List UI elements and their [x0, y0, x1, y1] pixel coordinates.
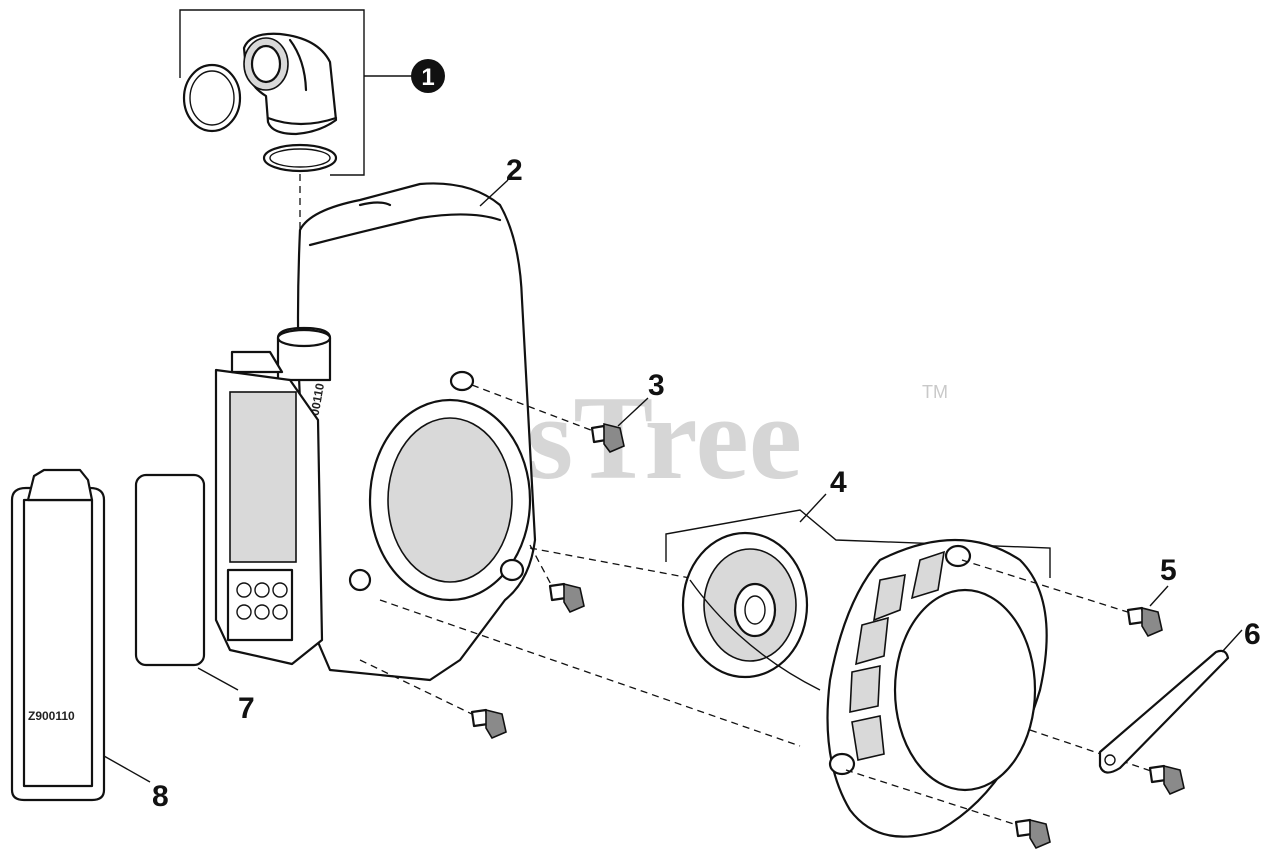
- screw-bottom-head: [1029, 818, 1051, 850]
- starter-pulley-bore: [744, 595, 766, 625]
- guide-line-screw-upper: [471, 384, 597, 433]
- part-1-elbow-assembly: 1: [179, 9, 445, 176]
- frame-hole: [254, 604, 270, 620]
- filter-frame-latch: [230, 350, 284, 374]
- housing-top-vent: [358, 201, 392, 207]
- o-ring-small-inner: [269, 148, 331, 168]
- guide-line-cover: [379, 599, 801, 747]
- callout-7: 7: [238, 692, 255, 725]
- leader-8: [103, 755, 151, 783]
- screw-middle-head: [563, 582, 585, 614]
- filter-element: [134, 473, 206, 667]
- callout-6: 6: [1244, 618, 1261, 651]
- screw-handle-head: [1163, 764, 1185, 796]
- leader-5: [1149, 585, 1169, 607]
- leader-6: [1221, 629, 1243, 653]
- cover-part-number: Z900110: [28, 709, 75, 723]
- filter-cover-latch: [26, 468, 94, 502]
- bracket-4: [665, 509, 1051, 578]
- frame-hole: [236, 604, 252, 620]
- o-ring-large-inner: [189, 70, 235, 126]
- callout-2: 2: [506, 154, 523, 187]
- frame-hole: [272, 582, 288, 598]
- handle-strap: [1098, 649, 1230, 774]
- frame-hole: [272, 604, 288, 620]
- starter-pulley-hub: [733, 582, 777, 638]
- housing-outlet-rim: [276, 328, 332, 348]
- elbow-rib: [288, 38, 308, 92]
- frame-hole: [254, 582, 270, 598]
- guide-line-screw-lower: [359, 659, 477, 717]
- callout-8: 8: [152, 780, 169, 813]
- guide-line-pulley: [529, 547, 691, 579]
- cover-vent: [855, 616, 889, 666]
- housing-boss-left: [348, 568, 372, 592]
- bracket-1: [179, 9, 365, 176]
- part-3-screws: 3: [359, 369, 665, 740]
- cover-vent: [873, 573, 906, 622]
- cover-vent: [851, 715, 885, 761]
- callout-3: 3: [648, 369, 665, 402]
- callout-5: 5: [1160, 554, 1177, 587]
- screw-lower-head: [485, 708, 507, 740]
- elbow-opening-inner: [250, 44, 282, 84]
- part-4-recoil-starter: 4: [379, 466, 1051, 838]
- filter-frame-cavity: [229, 391, 297, 563]
- frame-hole: [236, 582, 252, 598]
- guide-line-screw-5: [961, 559, 1135, 615]
- o-ring-large: [182, 63, 242, 133]
- part-7-filter-element: 7: [134, 473, 255, 725]
- starter-cover-dome: [893, 588, 1037, 792]
- filter-cover: [10, 486, 106, 802]
- screw-upper-head: [603, 422, 625, 453]
- leader-3: [617, 397, 649, 427]
- air-filter-frame: [214, 350, 324, 666]
- housing-boss-upper: [449, 370, 475, 392]
- housing-boss-lower: [499, 558, 525, 582]
- guide-line-screw-handle: [1029, 729, 1155, 773]
- callout-4: 4: [830, 466, 847, 499]
- elbow-collar: [266, 116, 338, 126]
- cover-vent: [849, 664, 881, 714]
- guide-line-screw-middle: [529, 544, 555, 591]
- housing-top-edge: [308, 213, 502, 247]
- part-6-handle: 6: [1098, 618, 1261, 774]
- cover-boss-bottom: [828, 752, 856, 776]
- handle-hole: [1104, 754, 1116, 766]
- callout-badge-1: [411, 59, 445, 93]
- housing-intake-opening: [387, 417, 513, 583]
- guide-line-screw-bottom: [845, 769, 1021, 827]
- starter-rope: [689, 579, 821, 691]
- part-5-screws: 5: [845, 554, 1185, 850]
- part-2-blower-housing: Z900110 2: [276, 154, 537, 682]
- cover-vent: [910, 550, 945, 600]
- screw-5-head: [1141, 606, 1163, 638]
- cover-boss-top: [944, 544, 972, 568]
- leader-4: [799, 493, 827, 523]
- callout-1: 1: [421, 64, 434, 91]
- watermark-trademark: TM: [922, 382, 948, 402]
- leader-7: [197, 667, 239, 691]
- part-8-filter-cover: Z900110 8: [10, 468, 169, 813]
- leader-2: [479, 179, 509, 207]
